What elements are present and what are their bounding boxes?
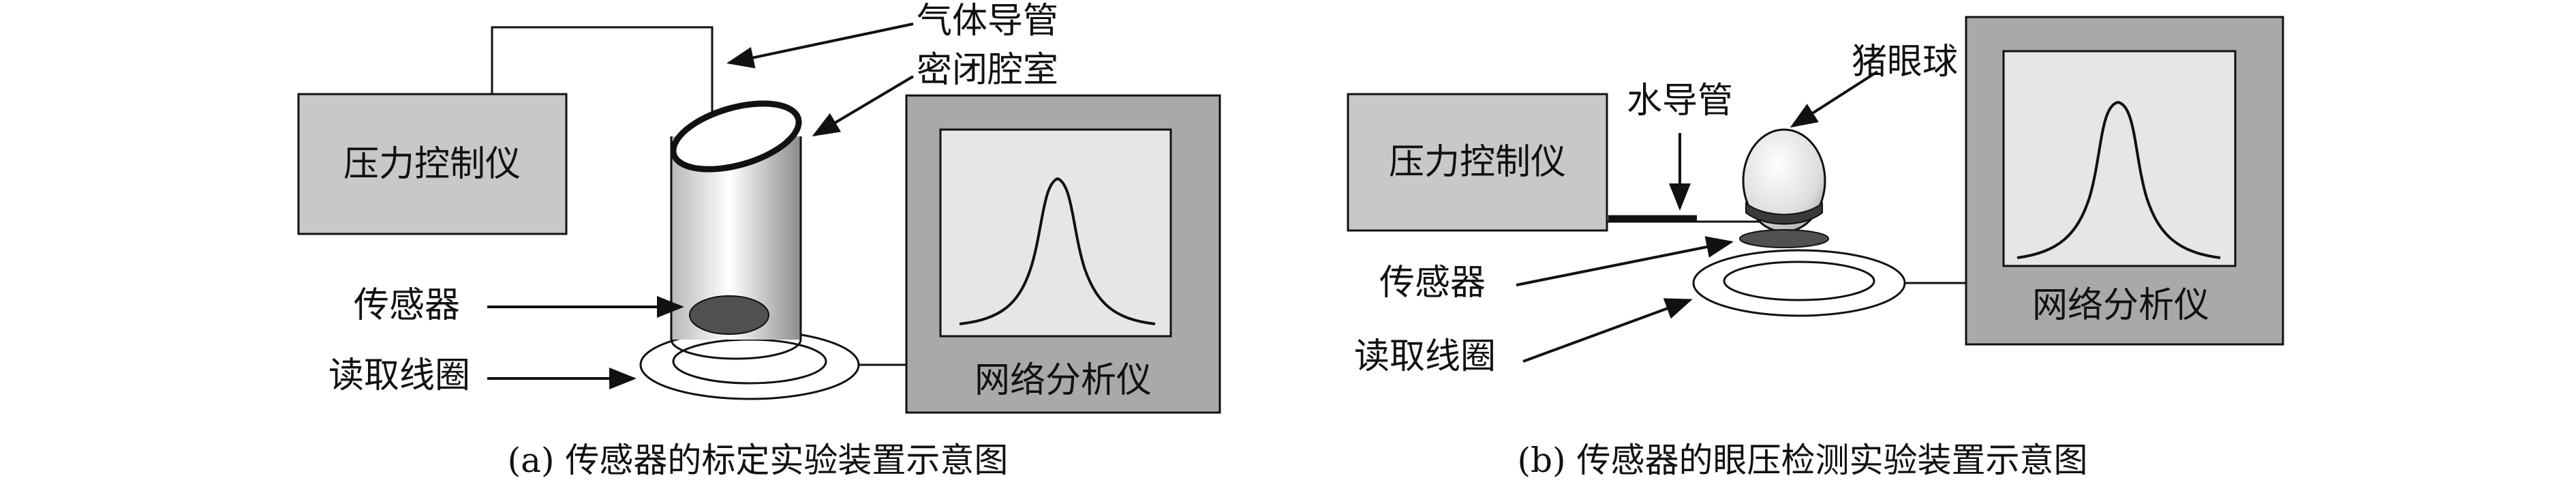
water-tube-label: 水导管 <box>1627 80 1733 121</box>
resonance-curve <box>959 177 1156 325</box>
diagram-b: 压力控制仪 水导管 猪眼球 网络分析仪 传感器 读取线圈 (b) 传感器的眼压检… <box>1347 16 2284 480</box>
network-analyzer-label: 网络分析仪 <box>975 360 1152 401</box>
pressure-controller-label: 压力控制仪 <box>343 144 521 185</box>
readout-coil-label-b: 读取线圈 <box>1354 336 1496 377</box>
gas-tube-arrow <box>726 23 914 69</box>
gas-tube-label: 气体导管 <box>917 1 1058 42</box>
sealed-chamber-label: 密闭腔室 <box>917 50 1058 91</box>
sensor-label-b: 传感器 <box>1379 263 1486 303</box>
pressure-controller-box <box>297 93 568 235</box>
readout-coil-inner-b <box>1723 261 1875 301</box>
resonance-curve-b <box>2017 100 2221 259</box>
pressure-controller-label-b: 压力控制仪 <box>1389 142 1566 183</box>
sensor-disc <box>689 295 769 335</box>
network-analyzer-screen <box>939 128 1172 338</box>
pig-eye-band <box>1745 201 1823 225</box>
readout-coil-inner <box>672 338 827 385</box>
sensor-arrow-b <box>1516 236 1734 286</box>
network-analyzer-screen-b <box>2002 50 2237 267</box>
pig-eye-arrow <box>1790 70 1879 128</box>
pressure-controller-box-b <box>1347 93 1608 232</box>
caption-a: (a) 传感器的标定实验装置示意图 <box>508 441 1009 480</box>
sealed-chamber-arrow <box>812 75 915 137</box>
readout-coil-label: 读取线圈 <box>328 355 470 396</box>
network-analyzer-label-b: 网络分析仪 <box>2032 285 2209 326</box>
eye-sensor-disc <box>1739 229 1829 248</box>
sensor-label: 传感器 <box>354 285 460 326</box>
gas-tube-line <box>491 26 714 113</box>
caption-b: (b) 传感器的眼压检测实验装置示意图 <box>1518 441 2088 480</box>
diagram-a: 压力控制仪 网络分析仪 气体导管 密闭腔室 传感器 读取线圈 <box>297 1 1221 480</box>
readout-coil-arrow-b <box>1522 298 1693 363</box>
